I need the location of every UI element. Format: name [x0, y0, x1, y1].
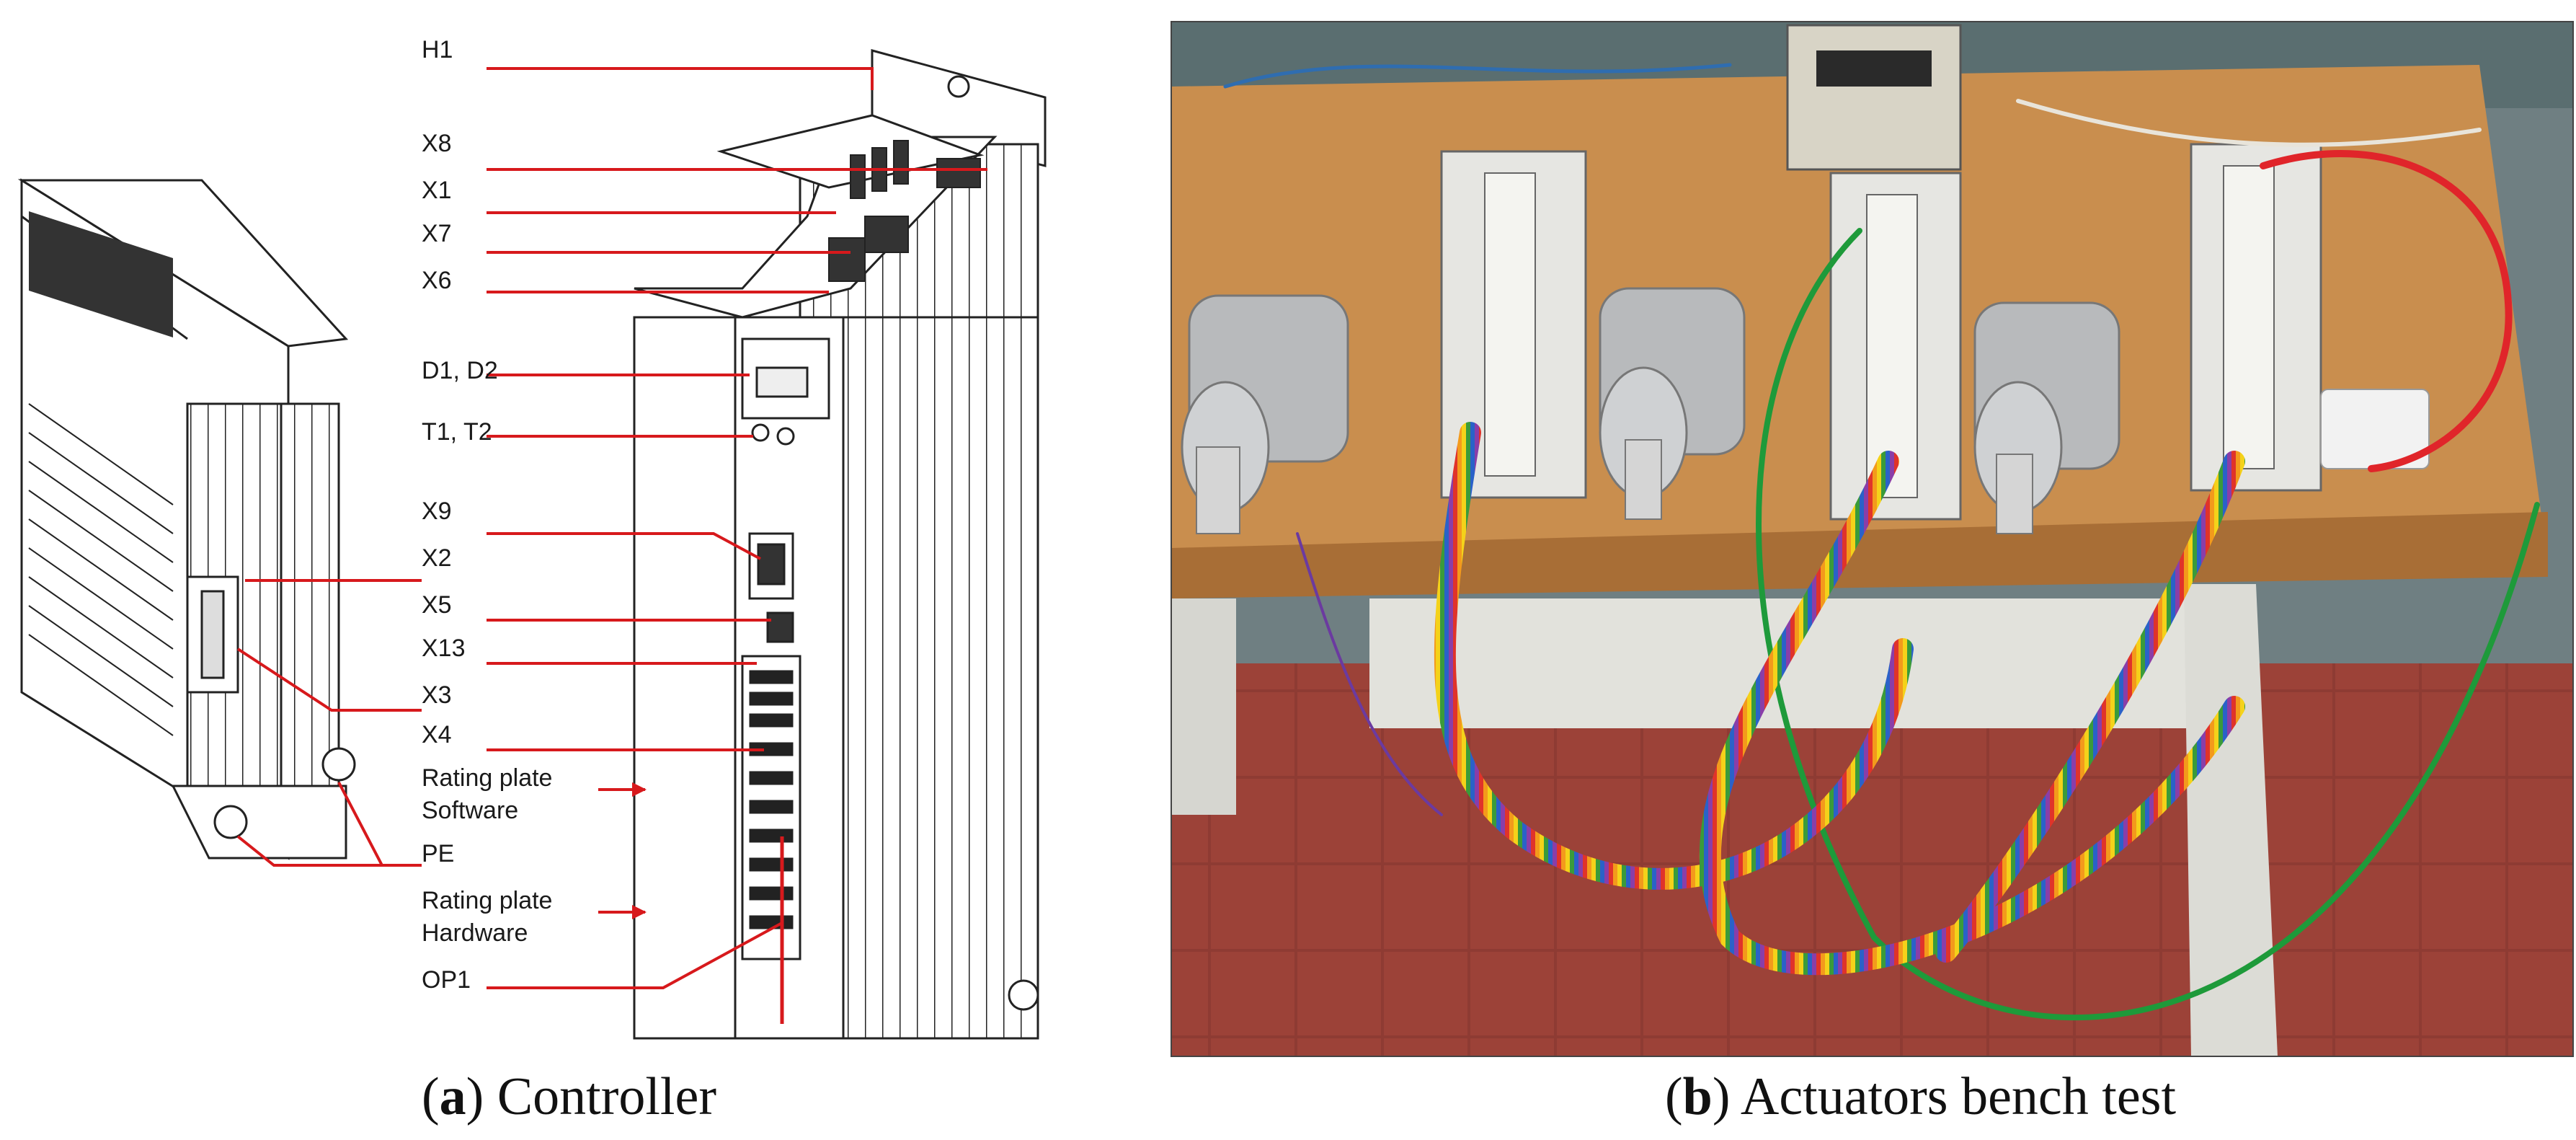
- photo-border: [1171, 21, 2574, 1057]
- label-rating-plate-software-line1: Rating plate: [422, 764, 552, 792]
- driver-3: [2190, 143, 2322, 492]
- label-x13: X13: [422, 635, 466, 662]
- label-rating-plate-hardware-line1: Rating plate: [422, 887, 552, 914]
- controller-illustration: [633, 49, 1047, 1040]
- label-x4: X4: [422, 721, 452, 748]
- panel-b-bench-photo: (b) Actuators bench test: [1171, 21, 2574, 1126]
- callout-lines: [236, 67, 987, 989]
- driver-1: [1440, 150, 1587, 499]
- label-pe: PE: [422, 840, 454, 867]
- workbench-leg-left: [1171, 598, 1236, 815]
- label-rating-plate-software-line2: Software: [422, 797, 518, 824]
- label-x7: X7: [422, 220, 452, 247]
- label-x8: X8: [422, 130, 452, 157]
- label-x3: X3: [422, 681, 452, 709]
- back-device-illustration: [17, 178, 356, 860]
- power-supply-display: [1816, 50, 1932, 87]
- label-x9: X9: [422, 498, 452, 525]
- caption-b: (b) Actuators bench test: [1665, 1067, 2176, 1126]
- power-supply: [1786, 24, 1962, 171]
- caption-a-letter: a: [440, 1067, 466, 1126]
- callout-labels: H1 X8 X1 X7 X6 D1, D2 T1, T2 X9 X2 X5 X1…: [422, 36, 552, 994]
- motor-2: [1599, 287, 1746, 520]
- caption-b-text: Actuators bench test: [1730, 1067, 2176, 1126]
- label-x1: X1: [422, 177, 452, 204]
- workbench-leg-right: [2184, 584, 2278, 1056]
- label-x6: X6: [422, 267, 452, 294]
- label-rating-plate-hardware-line2: Hardware: [422, 919, 528, 947]
- motor-1: [1181, 294, 1349, 534]
- label-op1: OP1: [422, 966, 471, 994]
- caption-b-letter: b: [1683, 1067, 1713, 1126]
- label-h1: H1: [422, 36, 453, 63]
- motor-3: [1973, 301, 2120, 534]
- caption-a: (a) Controller: [422, 1067, 716, 1126]
- label-x5: X5: [422, 591, 452, 619]
- caption-a-text: Controller: [484, 1067, 716, 1126]
- label-x2: X2: [422, 544, 452, 572]
- label-d1-d2: D1, D2: [422, 357, 498, 384]
- label-t1-t2: T1, T2: [422, 418, 492, 446]
- cables: [1223, 63, 2540, 1021]
- panel-a-controller-drawing: H1 X8 X1 X7 X6 D1, D2 T1, T2 X9 X2 X5 X1…: [17, 36, 1047, 1126]
